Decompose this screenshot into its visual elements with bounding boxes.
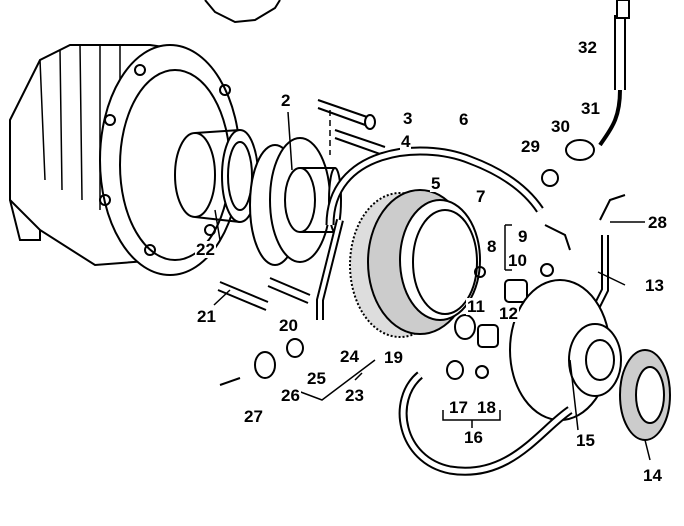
- bolt-21: [217, 281, 269, 311]
- ring-11: [454, 314, 476, 340]
- elbow-28: [599, 194, 626, 221]
- part-label-18: 18: [476, 398, 497, 417]
- part-label-20: 20: [278, 316, 299, 335]
- part-label-25: 25: [306, 369, 327, 388]
- part-label-10: 10: [507, 251, 528, 270]
- washer-3: [364, 114, 376, 130]
- part-label-30: 30: [550, 117, 571, 136]
- part-label-26: 26: [280, 386, 301, 405]
- part-label-22: 22: [195, 240, 216, 259]
- top-fragment: [204, 0, 281, 24]
- part-label-32: 32: [577, 38, 598, 57]
- part-label-27: 27: [243, 407, 264, 426]
- coupling-14: [619, 349, 671, 441]
- flange-disc: [249, 137, 342, 266]
- bolt-4: [334, 129, 386, 156]
- part-label-9: 9: [517, 227, 529, 246]
- part-label-23: 23: [344, 386, 365, 405]
- pipe-32: [614, 15, 626, 90]
- part-label-15: 15: [575, 431, 596, 450]
- sleeve-12: [504, 279, 528, 303]
- part-label-12: 12: [498, 304, 519, 323]
- plug-26: [254, 351, 276, 379]
- pump: [509, 279, 622, 421]
- elbow-9: [544, 224, 571, 251]
- part-label-6: 6: [458, 110, 470, 129]
- part-label-24: 24: [339, 347, 360, 366]
- nut-10: [540, 263, 554, 277]
- part-label-21: 21: [196, 307, 217, 326]
- part-label-29: 29: [520, 137, 541, 156]
- part-label-13: 13: [644, 276, 665, 295]
- part-label-2: 2: [280, 91, 292, 110]
- part-label-4: 4: [400, 132, 412, 151]
- part-label-14: 14: [642, 466, 663, 485]
- part-label-8: 8: [486, 237, 498, 256]
- fitting-17: [446, 360, 464, 380]
- part-label-5: 5: [430, 174, 442, 193]
- part-label-28: 28: [647, 213, 668, 232]
- plug-19: [477, 324, 499, 348]
- screw-27: [219, 377, 241, 386]
- brake-drum: [349, 189, 481, 338]
- oring-7: [474, 266, 486, 278]
- washer-18: [475, 365, 489, 379]
- bolt-3: [317, 99, 371, 127]
- part-label-3: 3: [402, 109, 414, 128]
- part-label-11: 11: [466, 297, 486, 316]
- bearing-hub: [174, 129, 259, 223]
- part-label-19: 19: [383, 348, 404, 367]
- fitting-30: [565, 139, 595, 161]
- part-label-16: 16: [463, 428, 484, 447]
- part-label-31: 31: [580, 99, 601, 118]
- part-label-17: 17: [448, 398, 469, 417]
- part-label-7: 7: [475, 187, 487, 206]
- nut-29: [541, 169, 559, 187]
- bolt-20: [267, 277, 311, 304]
